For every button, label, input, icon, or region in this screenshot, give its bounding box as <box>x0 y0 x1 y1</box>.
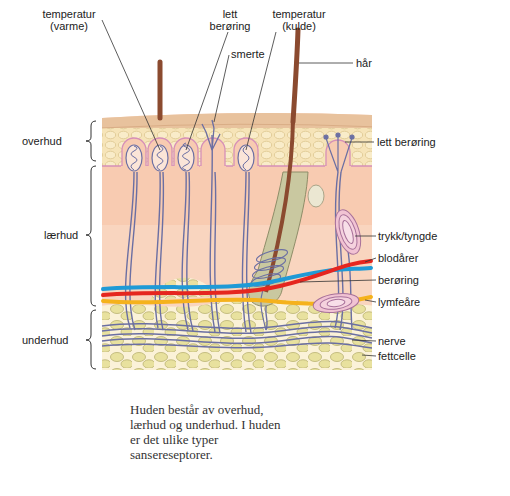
lamellar-corpuscle <box>335 213 360 252</box>
receptor-coil <box>131 143 249 170</box>
part-label: fettcelle <box>378 350 416 362</box>
part-label: hår <box>356 57 372 69</box>
leader-line <box>365 258 376 262</box>
lamellar-corpuscle <box>330 207 365 258</box>
lamellar-corpuscle <box>319 295 352 311</box>
leader-line <box>102 20 160 150</box>
follicle-nerve <box>261 288 266 330</box>
nerve-bundle <box>160 172 164 330</box>
free-nerve-ending <box>202 120 220 150</box>
merkel-ending <box>350 135 354 139</box>
meissner-corpuscle <box>152 145 168 171</box>
merkel-ending <box>324 135 328 139</box>
nerve-bundle <box>102 332 372 339</box>
blood-vessels <box>103 261 371 295</box>
part-label: berøring <box>378 274 419 286</box>
nerve-bundle <box>102 343 372 348</box>
leader-line <box>186 32 228 150</box>
figure-caption: Huden består av overhud, lærhud og under… <box>130 402 288 462</box>
receptor-coil <box>131 146 137 170</box>
part-label: lymfeåre <box>378 296 420 308</box>
nerve-bundle <box>215 172 220 333</box>
merkel-ending <box>326 136 352 172</box>
nerve-bundle <box>102 135 372 348</box>
nerve-bundle <box>102 322 372 329</box>
layer-bracket <box>86 121 96 161</box>
skin-layers <box>100 124 380 128</box>
leader-line <box>355 236 376 237</box>
nerve-bundle <box>102 327 372 334</box>
hair-shaft <box>158 62 163 118</box>
leader-line <box>365 300 376 302</box>
meissner-corpuscle <box>126 145 142 171</box>
merkel-ending <box>324 133 354 172</box>
part-label: underhud <box>22 334 69 346</box>
part-label: trykk/tyngde <box>378 230 437 242</box>
part-label: lett berøring <box>377 136 436 148</box>
meissner-corpuscle <box>126 145 254 171</box>
layer-bracket <box>86 310 96 369</box>
merkel-ending <box>336 133 340 137</box>
part-label: smerte <box>231 48 265 60</box>
leader-line <box>299 63 353 64</box>
lamellar-corpuscle <box>327 298 346 307</box>
nerve-bundle <box>247 172 251 333</box>
part-label: lærhud <box>44 229 78 241</box>
leader-line <box>362 355 376 356</box>
nerve-bundle <box>348 250 352 330</box>
lamellar-corpuscle <box>312 207 366 315</box>
free-nerve-ending <box>202 120 220 150</box>
leader-line <box>300 280 376 282</box>
skin-layers <box>100 100 380 375</box>
lamellar-corpuscle <box>312 291 360 315</box>
part-label: temperatur (kulde) <box>266 8 332 32</box>
nerve-bundle <box>210 135 215 332</box>
part-label: nerve <box>378 335 406 347</box>
leader-line <box>214 55 229 122</box>
nerve-bundle <box>242 172 246 332</box>
blood-vessels <box>103 261 371 295</box>
skin-layers <box>100 100 380 128</box>
hair-follicle <box>308 185 324 207</box>
layer-bracket <box>86 166 96 306</box>
nerve-bundle <box>102 337 372 344</box>
hair-shaft <box>293 30 298 122</box>
nerve-bundle <box>187 172 193 331</box>
receptor-coil <box>183 143 190 170</box>
leader-line <box>352 340 376 341</box>
leader-line <box>102 20 376 356</box>
hair-shaft <box>160 30 298 122</box>
part-label: lett berøring <box>205 8 255 32</box>
layer-bracket <box>86 121 96 369</box>
part-label: blodårer <box>378 252 418 264</box>
part-label: overhud <box>22 135 62 147</box>
leader-line <box>345 142 374 143</box>
lamellar-corpuscle <box>340 219 355 244</box>
part-label: temperatur (varme) <box>36 8 102 32</box>
nerve-bundle <box>130 172 137 330</box>
